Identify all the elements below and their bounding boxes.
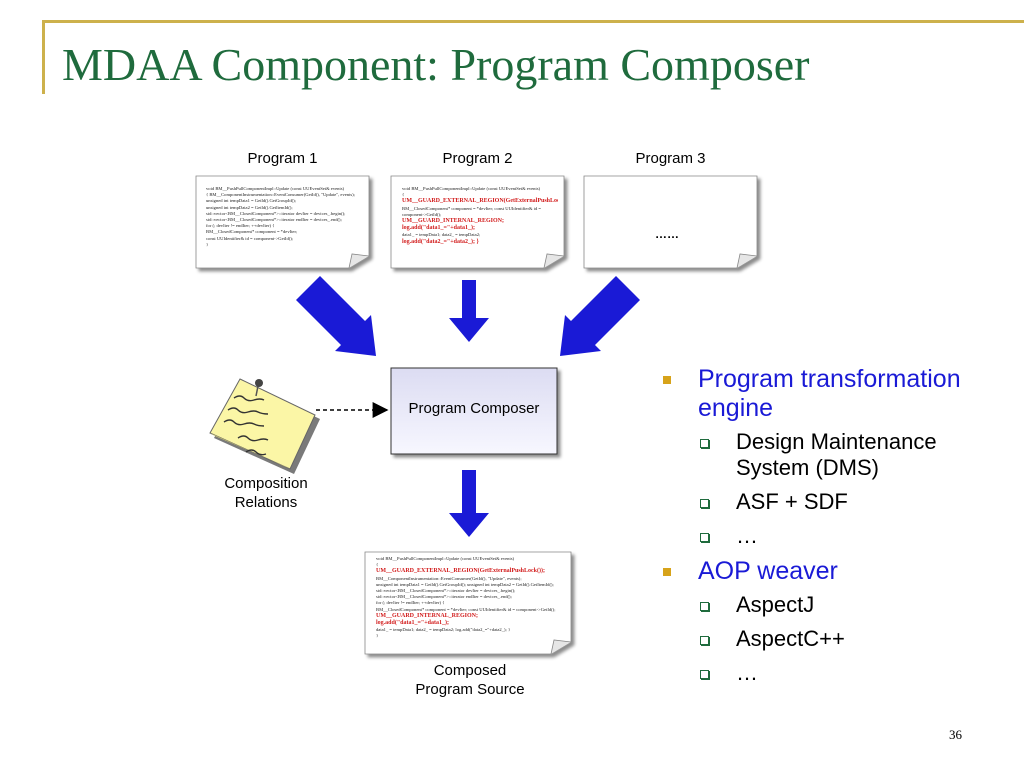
sub-bullet-dms: Design Maintenance System (DMS) bbox=[660, 429, 1010, 481]
code-line: void BM__PushPullComponentImpl::Update (… bbox=[206, 186, 345, 191]
bullet-aop-weaver: AOP weaver bbox=[660, 557, 1010, 586]
title-frame-top bbox=[42, 20, 1024, 23]
sub-bullet-aspectj: AspectJ bbox=[660, 592, 1010, 618]
program1-label: Program 1 bbox=[247, 150, 318, 167]
code-line: UM__GUARD_INTERNAL_REGION; bbox=[376, 612, 479, 619]
code-line: { BM__ComponentInstrumentation::EventCon… bbox=[206, 192, 355, 198]
code-line: std::vector<BM__ClosedComponent*>::itera… bbox=[206, 217, 342, 223]
code-line: for (; devIter != endIter; ++devIter) { bbox=[206, 223, 275, 229]
sub-bullet-ellipsis: … bbox=[660, 660, 1010, 686]
code-line: log.add("data1_="+data1_); bbox=[376, 620, 450, 627]
composition-relations-label: Composition Relations bbox=[200, 474, 332, 512]
program-composer-box bbox=[390, 367, 558, 455]
code-line: std::vector<BM__ClosedComponent*>::itera… bbox=[206, 210, 346, 216]
code-line: UM__GUARD_INTERNAL_REGION; bbox=[402, 218, 505, 225]
arrow-program3-to-composer bbox=[560, 276, 640, 356]
code-line: unsigned int tempData1 = GetId().GetGrou… bbox=[206, 198, 296, 204]
composition-relations-line: Relations bbox=[234, 494, 298, 511]
slide-title: MDAA Component: Program Composer bbox=[62, 39, 810, 90]
sub-bullet-aspectc: AspectC++ bbox=[660, 626, 1010, 652]
program2-document-fold bbox=[543, 253, 565, 269]
bullet-program-transformation-engine: Program transformation engine bbox=[660, 365, 1010, 423]
code-line: std::vector<BM__ClosedComponent*>::itera… bbox=[376, 588, 516, 594]
bullet-list: Program transformation engine Design Mai… bbox=[660, 365, 1010, 694]
code-line: unsigned int tempData1 = GetId().GetGrou… bbox=[376, 581, 554, 587]
code-line: for (; devIter != endIter; ++devIter) { bbox=[376, 600, 445, 606]
code-line: unsigned int tempData2 = GetId().GetItem… bbox=[206, 204, 293, 210]
code-line: data1_ = tempData1; data2_ = tempData2; bbox=[402, 232, 481, 238]
code-line: } bbox=[376, 633, 379, 639]
program3-content: …… bbox=[655, 227, 679, 241]
program3-document bbox=[583, 175, 758, 269]
program1-document-fold bbox=[348, 253, 370, 269]
code-line: std::vector<BM__ClosedComponent*>::itera… bbox=[376, 594, 512, 600]
code-line: BM__ClosedComponent* component = *devIte… bbox=[376, 606, 556, 612]
code-line: const UUIdentifier& id = component->GetI… bbox=[206, 235, 294, 241]
code-line: { bbox=[402, 192, 405, 198]
composed-code: void BM__PushPullComponentImpl::Update (… bbox=[376, 556, 566, 648]
code-line: data1_ = tempData1; data2_ = tempData2; … bbox=[376, 627, 511, 633]
page-number: 36 bbox=[949, 727, 962, 742]
arrow-program2-to-composer bbox=[449, 280, 489, 342]
code-line: void BM__PushPullComponentImpl::Update (… bbox=[376, 556, 515, 561]
program3-document-fold bbox=[736, 253, 758, 269]
composed-document-fold bbox=[550, 639, 572, 655]
program1-code: void BM__PushPullComponentImpl::Update (… bbox=[206, 186, 364, 262]
program2-code: void BM__PushPullComponentImpl::Update (… bbox=[402, 186, 558, 262]
code-line: UM__GUARD_EXTERNAL_REGION(GetExternalPus… bbox=[376, 568, 545, 575]
sub-bullet-ellipsis: … bbox=[660, 523, 1010, 549]
sub-bullet-asf-sdf: ASF + SDF bbox=[660, 489, 1010, 515]
code-line: log.add("data2_="+data2_); } bbox=[402, 238, 479, 245]
program-composer-label: Program Composer bbox=[408, 400, 540, 417]
title-frame-left bbox=[42, 20, 45, 94]
code-line: log.add("data1_="+data1_); bbox=[402, 225, 476, 232]
code-line: BM__ClosedComponent* component = *devIte… bbox=[402, 205, 542, 217]
code-line: } bbox=[206, 241, 209, 247]
composed-label-line: Composed bbox=[433, 662, 507, 679]
arrow-program1-to-composer bbox=[296, 276, 376, 356]
code-line: BM__ComponentInstrumentation::EventConsu… bbox=[376, 575, 522, 581]
code-line: UM__GUARD_EXTERNAL_REGION(GetExternalPus… bbox=[402, 198, 558, 205]
arrow-composer-to-composed bbox=[449, 470, 489, 537]
code-line: BM__ClosedComponent* component = *devIte… bbox=[206, 229, 298, 235]
composition-relations-line: Composition bbox=[224, 475, 308, 492]
composition-relations-note-icon bbox=[209, 378, 320, 474]
code-line: void BM__PushPullComponentImpl::Update (… bbox=[402, 186, 541, 191]
program2-label: Program 2 bbox=[442, 150, 513, 167]
code-line: { bbox=[376, 562, 379, 568]
composed-label-line: Program Source bbox=[415, 681, 525, 698]
program3-label: Program 3 bbox=[635, 150, 706, 167]
composed-program-source-label: Composed Program Source bbox=[390, 661, 550, 699]
